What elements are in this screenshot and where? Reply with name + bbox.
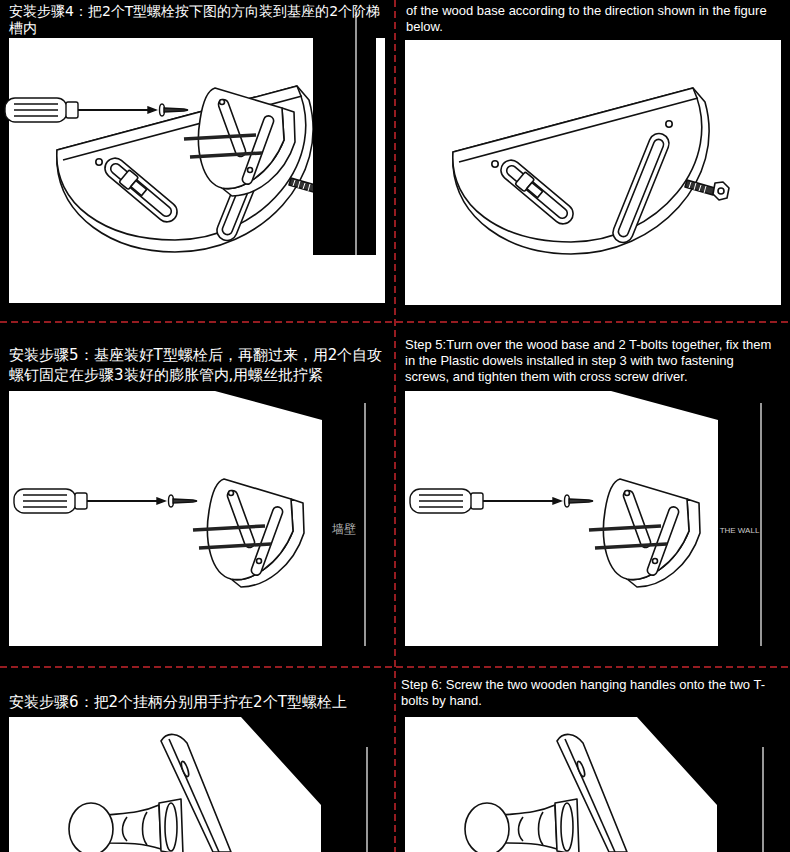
panel [9,391,385,646]
t-bolt-rod [190,153,262,157]
screw-shaft [164,108,188,112]
slot-outer [241,114,275,185]
wood-base-side [198,88,295,196]
wall [206,0,376,255]
wall-edge [355,12,356,255]
wall-label: 墙壁 [322,521,365,537]
divider [0,666,790,668]
step-instruction: Step 6: Screw the two wooden hanging han… [401,677,781,709]
panel [405,391,781,646]
step6-figure [465,717,781,852]
screwdriver-ferrule [66,102,78,118]
screwdriver-grip [14,104,58,116]
step5-figure [14,391,385,646]
panel [405,40,781,305]
divider [394,0,396,852]
step-instruction: 安装步骤6：把2个挂柄分别用手拧在2个T型螺栓上 [9,692,385,712]
wood-base-figure [57,86,333,252]
screwdriver-handle [5,98,67,122]
screw-hole [220,100,225,105]
step-instruction: of the wood base according to the direct… [406,3,778,35]
step5-figure [410,391,781,646]
screw-hole [248,168,253,173]
step5-figure [5,0,376,255]
wall-label: THE WALL [718,526,761,536]
slot [217,98,247,158]
slot-outer [217,98,247,158]
step-instruction: Step 5:Turn over the wood base and 2 T-b… [405,337,780,385]
step-instruction: 安装步骤5：基座装好T型螺栓后，再翻过来，用2个自攻螺钉固定在步骤3装好的膨胀管… [9,345,385,385]
screwdriver [5,98,188,122]
step-instruction: 安装步骤4：把2个T型螺栓按下图的方向装到基座的2个阶梯槽内 [9,3,385,37]
wood-base-figure [453,88,729,254]
screwdriver-tip [148,107,156,113]
step6-figure [69,717,385,852]
divider [0,321,790,323]
screwdriver-shaft [78,109,148,111]
t-bolt-rod [184,135,256,139]
slot [241,114,275,185]
